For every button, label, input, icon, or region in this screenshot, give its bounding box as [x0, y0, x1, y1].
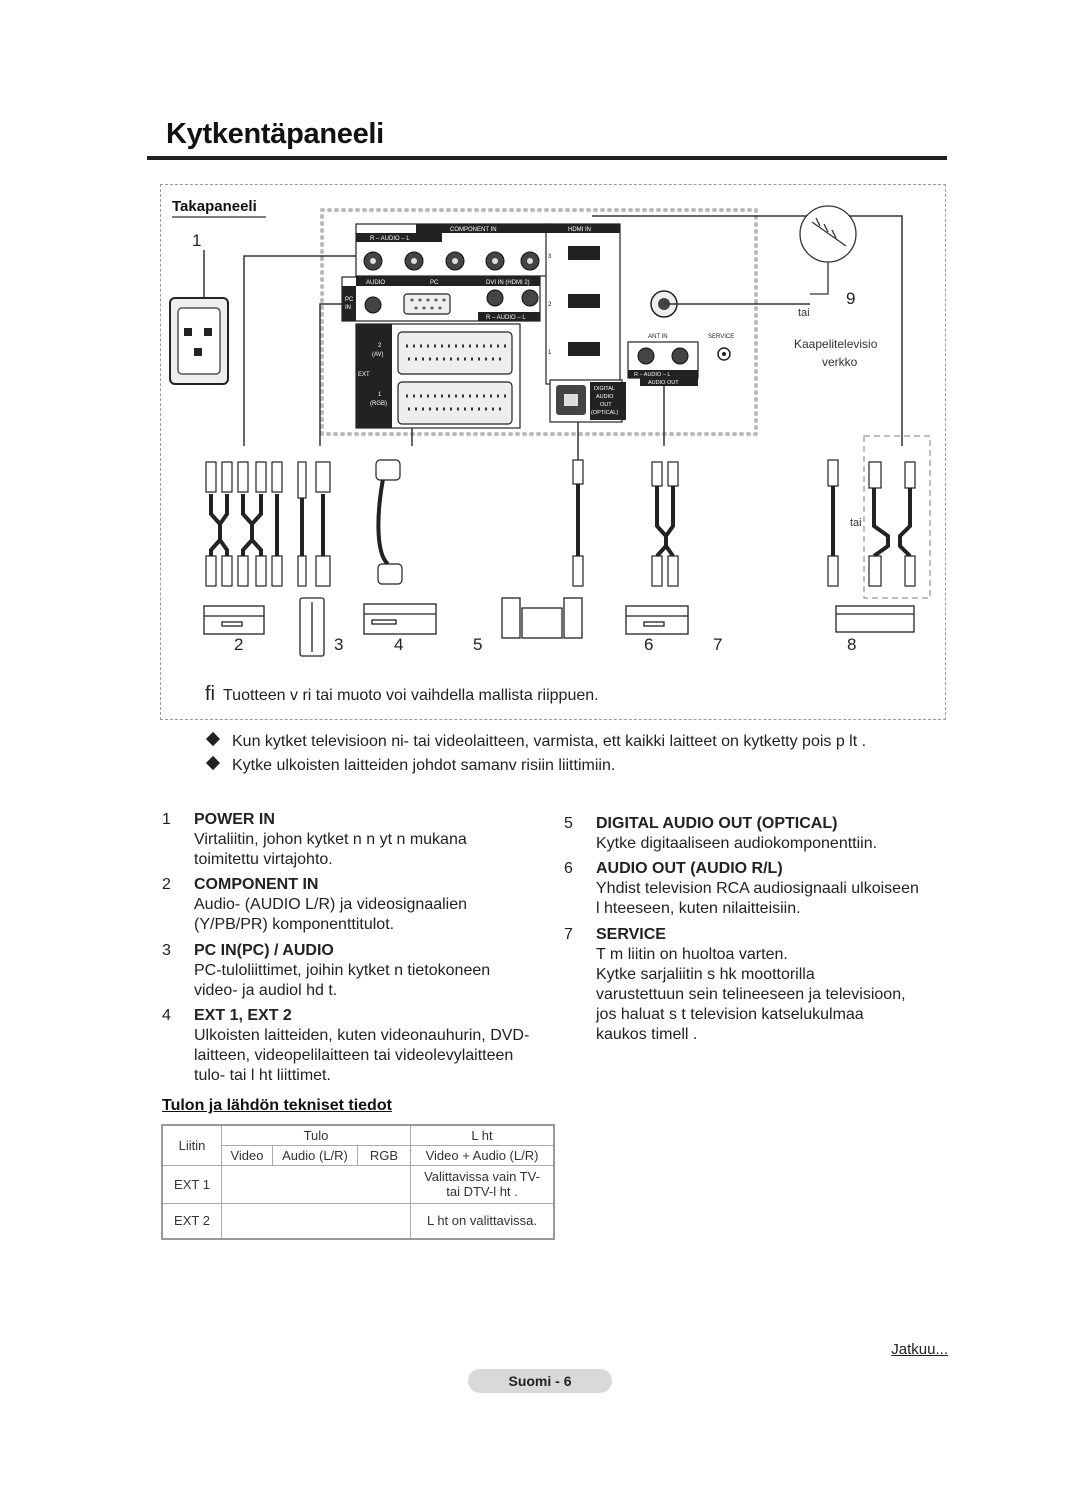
bullet-item: Kun kytket televisioon ni- tai videolait…	[205, 731, 866, 751]
svg-text:ANT IN: ANT IN	[648, 334, 668, 340]
page-footer: Suomi - 6	[468, 1369, 612, 1393]
svg-text:IN: IN	[345, 305, 351, 311]
col-output-header: L ht	[410, 1124, 555, 1146]
row-ext1-name: EXT 1	[161, 1164, 222, 1204]
svg-text:3: 3	[548, 254, 552, 260]
callout-3: 3	[334, 635, 343, 654]
svg-text:1: 1	[378, 392, 382, 398]
svg-text:PC: PC	[430, 280, 439, 286]
bullet-item: Kytke ulkoisten laitteiden johdot samanv…	[205, 755, 615, 775]
col-input-header: Tulo	[221, 1124, 411, 1146]
svg-text:EXT: EXT	[358, 372, 370, 378]
svg-text:R – AUDIO – L: R – AUDIO – L	[486, 315, 526, 321]
row-ext2-output: L ht on valittavissa.	[410, 1202, 555, 1240]
callout-7: 7	[713, 635, 722, 654]
continue-link[interactable]: Jatkuu...	[891, 1341, 948, 1358]
note-icon: ﬁ	[205, 683, 215, 705]
rear-panel-diagram: Takapaneeli COMPONENT IN R – AUDIO – L H…	[169, 198, 931, 657]
callout-5: 5	[473, 635, 482, 654]
svg-text:(OPTICAL): (OPTICAL)	[591, 410, 618, 416]
svg-text:tai: tai	[798, 307, 810, 319]
title-divider	[147, 156, 947, 160]
svg-text:(AV): (AV)	[372, 352, 384, 358]
svg-text:PC: PC	[345, 297, 354, 303]
svg-text:AUDIO OUT: AUDIO OUT	[648, 380, 679, 386]
bullet-diamond-icon	[205, 755, 221, 771]
io-spec-table: Liitin Tulo L ht Video Audio (L/R) RGB V…	[161, 1124, 555, 1240]
col-connector-header: Liitin	[161, 1124, 222, 1166]
svg-text:R – AUDIO – L: R – AUDIO – L	[370, 236, 410, 242]
svg-text:Kaapelitelevisio: Kaapelitelevisio	[794, 337, 878, 351]
sub-rgb-header: RGB	[357, 1144, 411, 1166]
callout-4: 4	[394, 635, 403, 654]
svg-text:verkko: verkko	[822, 355, 858, 369]
sub-audio-header: Audio (L/R)	[272, 1144, 358, 1166]
svg-text:(RGB): (RGB)	[370, 401, 387, 407]
svg-text:2: 2	[378, 343, 382, 349]
bullet-diamond-icon	[205, 731, 221, 747]
row-ext2-name: EXT 2	[161, 1202, 222, 1240]
svg-text:AUDIO: AUDIO	[596, 394, 614, 400]
rear-panel-heading: Takapaneeli	[172, 198, 257, 215]
svg-text:2: 2	[548, 302, 552, 308]
spec-heading: Tulon ja lähdön tekniset tiedot	[162, 1097, 392, 1114]
callout-9: 9	[846, 289, 855, 308]
svg-text:DIGITAL: DIGITAL	[594, 386, 615, 392]
rear-panel-frame	[160, 184, 946, 720]
svg-text:R – AUDIO – L: R – AUDIO – L	[634, 372, 670, 378]
svg-text:OUT: OUT	[600, 402, 612, 408]
sub-video-header: Video	[221, 1144, 273, 1166]
callout-1: 1	[192, 231, 201, 250]
callout-2: 2	[234, 635, 243, 654]
svg-text:AUDIO: AUDIO	[366, 280, 385, 286]
sub-output-header: Video + Audio (L/R)	[410, 1144, 555, 1166]
svg-text:DVI IN (HDMI 2): DVI IN (HDMI 2)	[486, 280, 530, 286]
svg-text:tai: tai	[850, 517, 862, 529]
page-title: Kytkentäpaneeli	[166, 118, 384, 150]
callout-6: 6	[644, 635, 653, 654]
svg-text:SERVICE: SERVICE	[708, 334, 734, 340]
svg-text:COMPONENT IN: COMPONENT IN	[450, 227, 497, 233]
svg-text:1: 1	[548, 350, 552, 356]
row-ext1-output: Valittavissa vain TV-tai DTV-l ht .	[410, 1164, 555, 1204]
callout-8: 8	[847, 635, 856, 654]
svg-text:HDMI IN: HDMI IN	[568, 227, 591, 233]
